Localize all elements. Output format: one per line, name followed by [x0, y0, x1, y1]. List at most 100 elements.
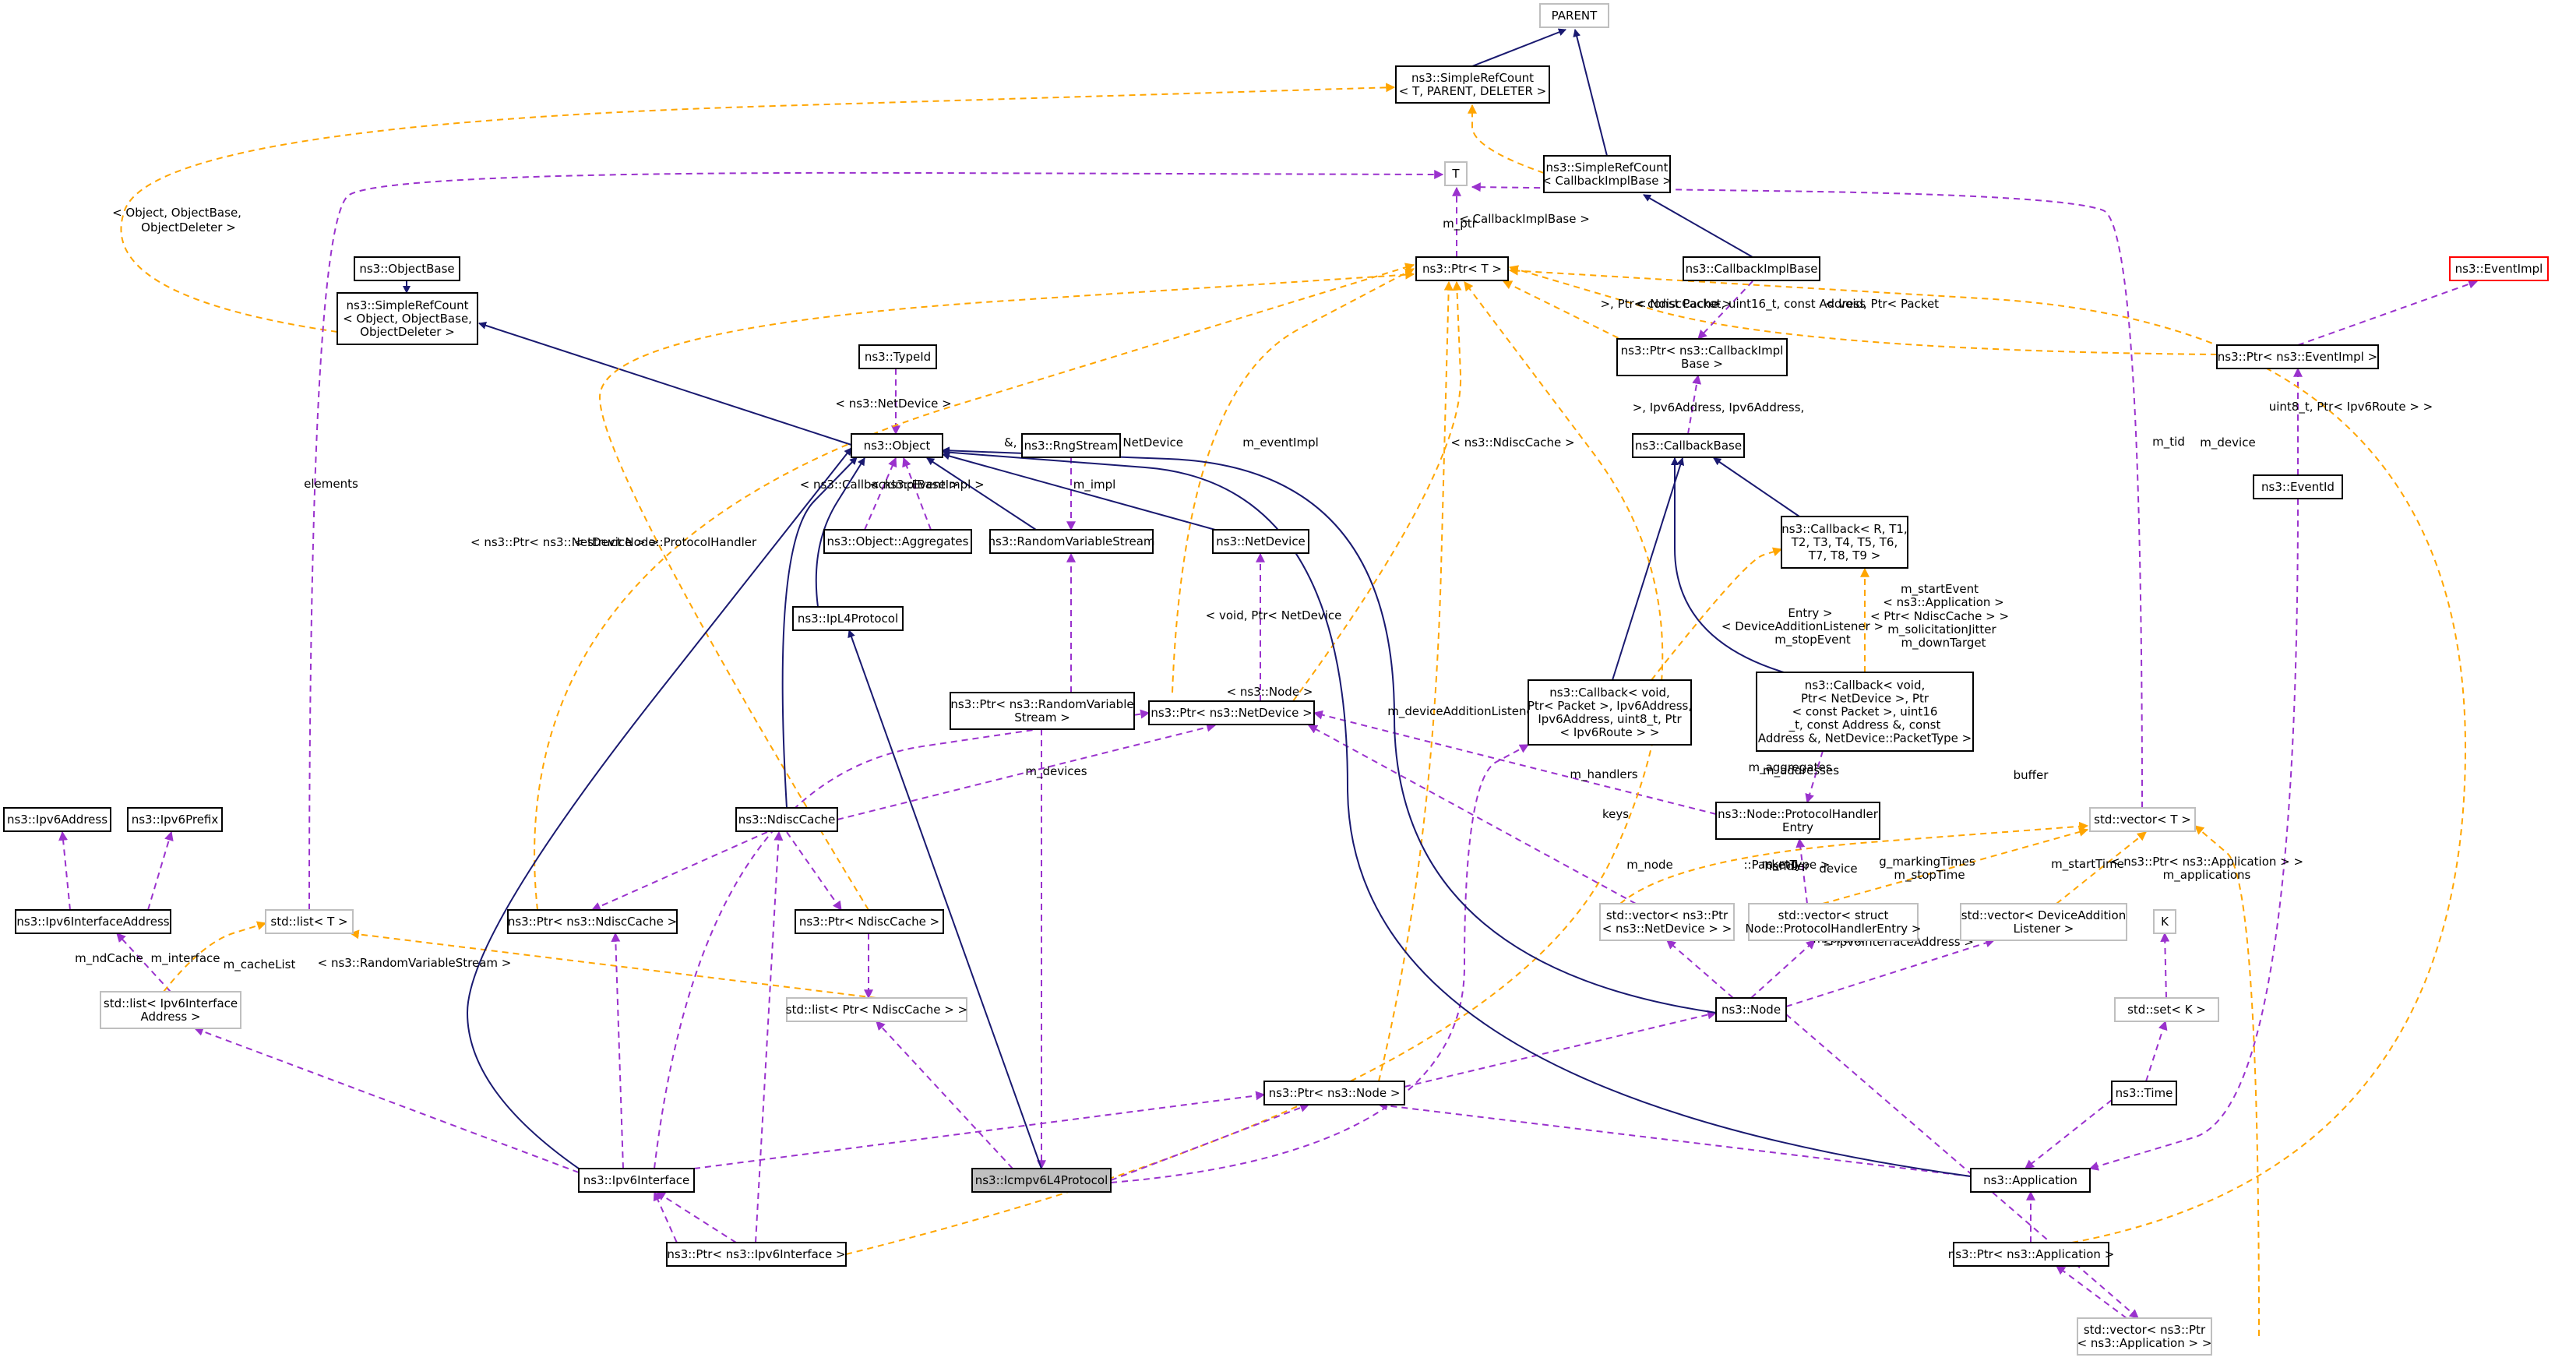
- class-node-aggregates[interactable]: ns3::Object::Aggregates: [823, 529, 972, 554]
- class-node-ptr_cbib[interactable]: ns3::Ptr< ns3::CallbackImplBase >: [1616, 338, 1788, 376]
- class-node-ptr_ndisccache1[interactable]: ns3::Ptr< ns3::NdiscCache >: [507, 909, 678, 934]
- edge-list_ptr_ndisccache-to-std_list_t: [349, 929, 877, 999]
- class-node-label: ns3::CallbackImplBase: [1686, 262, 1818, 276]
- edge-label: < ns3::RandomVariableStream >: [318, 956, 512, 970]
- edge-ipv6ifaceaddress-to-ipv6address: [58, 830, 71, 911]
- class-node-ipv6address[interactable]: ns3::Ipv6Address: [3, 807, 111, 832]
- class-node-ptr_eventimpl[interactable]: ns3::Ptr< ns3::EventImpl >: [2216, 344, 2379, 369]
- edge-label: Entry >: [1788, 606, 1832, 620]
- edge-icmpv6l4-to-ptr_node: [1110, 1103, 1310, 1181]
- class-node-box: [1970, 1168, 2091, 1193]
- edge-ptr_ndisccache1-to-ptr_t: [534, 263, 1415, 911]
- class-node-rvs[interactable]: ns3::RandomVariableStream: [988, 529, 1155, 554]
- class-node-label: std::set< K >: [2127, 1003, 2206, 1017]
- class-node-std_list_t[interactable]: std::list< T >: [265, 909, 354, 934]
- edge-callback_void_nd-to-protocolhandlerentry: [1805, 750, 1824, 804]
- edge-label: m_device: [2200, 435, 2255, 450]
- edge-label: < void, Ptr< Packet: [1825, 297, 1939, 311]
- edge-icmpv6l4-to-ipl4: [848, 629, 1042, 1169]
- edge-label: m_node: [1626, 858, 1673, 873]
- edge-std_list_t-to-t_top: [308, 169, 1444, 911]
- class-node-list_ptr_ndisccache[interactable]: std::list< Ptr< NdiscCache > >: [786, 997, 967, 1022]
- class-node-src_object[interactable]: ns3::SimpleRefCount< Object, ObjectBase,…: [337, 292, 478, 345]
- class-node-k[interactable]: K: [2153, 909, 2176, 934]
- class-node-protocolhandlerentry[interactable]: ns3::Node::ProtocolHandlerEntry: [1715, 802, 1880, 840]
- class-node-callbackbase[interactable]: ns3::CallbackBase: [1632, 433, 1745, 458]
- edge-callbackimplbase-to-ptr_cbib: [1697, 280, 1753, 340]
- edge-list_ipv6ifaceaddr-to-ipv6ifaceaddress: [116, 933, 171, 993]
- class-node-label: ns3::RandomVariableStream: [988, 534, 1154, 548]
- class-node-box: [1528, 679, 1692, 746]
- class-node-ipv6prefix[interactable]: ns3::Ipv6Prefix: [127, 807, 223, 832]
- class-node-label: Listener >: [2014, 922, 2074, 936]
- edge-callback_void_ptr-to-callback_r: [1651, 547, 1783, 681]
- class-node-netdevice[interactable]: ns3::NetDevice: [1212, 529, 1309, 554]
- class-node-ipv6ifaceaddress[interactable]: ns3::Ipv6InterfaceAddress: [15, 909, 171, 934]
- class-node-callbackimplbase[interactable]: ns3::CallbackImplBase: [1683, 256, 1820, 281]
- class-node-vec_ptr_application[interactable]: std::vector< ns3::Ptr< ns3::Application …: [2077, 1317, 2212, 1356]
- edge-label: m_downTarget: [1901, 636, 1986, 651]
- class-node-ptr_node[interactable]: ns3::Ptr< ns3::Node >: [1263, 1081, 1405, 1105]
- edge-label: m_handlers: [1570, 767, 1637, 782]
- edge-ptr_rvs-to-ptr_t: [1172, 268, 1415, 693]
- class-node-ptr_ndisccache2[interactable]: ns3::Ptr< NdiscCache >: [795, 909, 944, 934]
- class-node-label: std::vector< ns3::Ptr: [2084, 1323, 2206, 1337]
- class-node-vec_ptr_netdevice[interactable]: std::vector< ns3::Ptr< ns3::NetDevice > …: [1599, 903, 1735, 941]
- class-node-box: [1715, 997, 1787, 1022]
- class-node-t_top[interactable]: T: [1444, 161, 1468, 186]
- class-node-ndisccache[interactable]: ns3::NdiscCache: [735, 807, 838, 832]
- class-node-label: T: [1451, 167, 1460, 181]
- class-node-callback_r[interactable]: ns3::Callback< R, T1,T2, T3, T4, T5, T6,…: [1781, 516, 1908, 569]
- edge-label: < void, Ptr< NetDevice: [1206, 608, 1342, 622]
- edge-std_vector_t-to-t_top: [1471, 182, 2143, 809]
- edge-label: m_rng: [1761, 857, 1798, 872]
- class-node-box: [666, 1242, 847, 1267]
- edge-ndisccache-to-object: [781, 457, 858, 809]
- class-node-typeid[interactable]: ns3::TypeId: [858, 344, 937, 369]
- class-node-node[interactable]: ns3::Node: [1715, 997, 1787, 1022]
- class-node-box: [971, 1168, 1112, 1193]
- class-node-ptr_t[interactable]: ns3::Ptr< T >: [1415, 256, 1509, 281]
- class-node-vec_phe[interactable]: std::vector< structNode::ProtocolHandler…: [1745, 903, 1922, 941]
- class-node-eventimpl[interactable]: ns3::EventImpl: [2449, 256, 2549, 281]
- edge-vec_ptr_application-to-std_vector_t: [2194, 825, 2260, 1337]
- edge-src_object-to-src_t_parent: [120, 83, 1396, 333]
- class-node-box: [1781, 516, 1908, 569]
- class-node-ptr_netdevice[interactable]: ns3::Ptr< ns3::NetDevice >: [1148, 700, 1315, 725]
- class-node-time[interactable]: ns3::Time: [2111, 1081, 2177, 1105]
- class-node-callback_void_nd[interactable]: ns3::Callback< void,Ptr< NetDevice >, Pt…: [1756, 672, 1974, 752]
- class-node-rngstream[interactable]: ns3::RngStream: [1021, 433, 1121, 458]
- edge-ipv6interface-to-list_ipv6ifaceaddr: [193, 1027, 580, 1173]
- class-node-vec_dal[interactable]: std::vector< DeviceAdditionListener >: [1960, 903, 2127, 941]
- class-node-objectbase[interactable]: ns3::ObjectBase: [354, 256, 460, 281]
- edge-label: < Ptr< NdiscCache > >: [1870, 609, 2009, 623]
- edge-label: m_stopEvent: [1774, 633, 1851, 647]
- class-node-ptr_application[interactable]: ns3::Ptr< ns3::Application >: [1948, 1242, 2115, 1267]
- class-node-callback_void_ptr[interactable]: ns3::Callback< void,Ptr< Packet >, Ipv6A…: [1528, 679, 1692, 746]
- class-node-ipv6interface[interactable]: ns3::Ipv6Interface: [578, 1168, 695, 1193]
- class-node-eventid[interactable]: ns3::EventId: [2253, 474, 2343, 499]
- class-node-src_t_parent[interactable]: ns3::SimpleRefCount< T, PARENT, DELETER …: [1395, 65, 1550, 104]
- edge-label: m_startEvent: [1901, 582, 1979, 597]
- class-node-label: Base >: [1681, 357, 1723, 371]
- class-node-std_vector_t[interactable]: std::vector< T >: [2089, 807, 2196, 832]
- class-node-application[interactable]: ns3::Application: [1970, 1168, 2091, 1193]
- edge-ptr_eventimpl-to-eventimpl: [2297, 279, 2479, 346]
- class-node-label: Ipv6Address, uint8_t, Ptr: [1538, 712, 1682, 727]
- edge-rvs-to-object: [926, 457, 1037, 531]
- edge-label: < ns3::Node >: [1227, 685, 1313, 699]
- class-node-src_cbib[interactable]: ns3::SimpleRefCount< CallbackImplBase >: [1542, 155, 1672, 193]
- class-node-object[interactable]: ns3::Object: [851, 433, 943, 458]
- class-node-ipl4[interactable]: ns3::IpL4Protocol: [792, 606, 904, 631]
- edge-application-to-object: [942, 448, 1972, 1177]
- class-node-box: [265, 909, 354, 934]
- class-node-parent[interactable]: PARENT: [1539, 3, 1609, 28]
- class-node-label: std::vector< DeviceAddition: [1961, 908, 2126, 922]
- class-node-ptr_rvs[interactable]: ns3::Ptr< ns3::RandomVariableStream >: [950, 692, 1135, 730]
- class-node-set_k[interactable]: std::set< K >: [2114, 997, 2219, 1022]
- class-node-list_ipv6ifaceaddr[interactable]: std::list< Ipv6InterfaceAddress >: [100, 991, 241, 1029]
- class-node-ptr_ipv6interface[interactable]: ns3::Ptr< ns3::Ipv6Interface >: [666, 1242, 847, 1267]
- class-node-box: [1539, 3, 1609, 28]
- class-node-label: ns3::Object: [864, 439, 931, 453]
